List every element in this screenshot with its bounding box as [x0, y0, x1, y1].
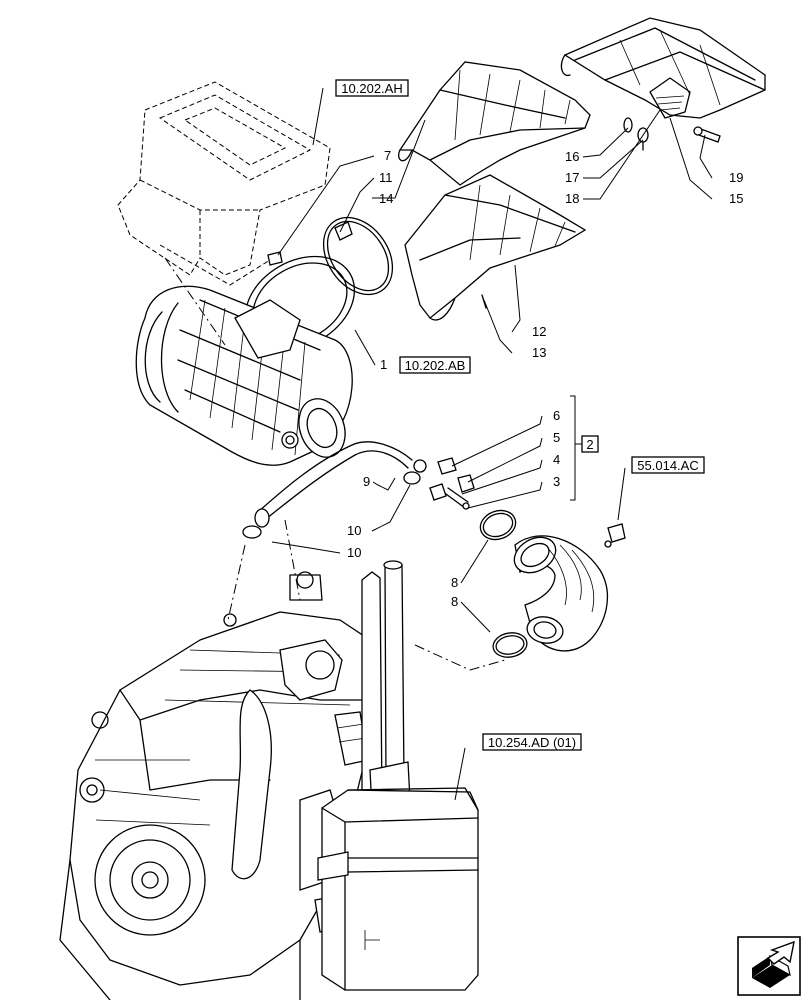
callout-18: 18	[565, 191, 579, 206]
callout-1: 1	[380, 357, 387, 372]
breather-hose	[242, 441, 427, 539]
callout-10: 10	[347, 545, 361, 560]
exhaust-system	[317, 560, 479, 991]
lower-intake-duct	[404, 174, 587, 321]
air-filter-assembly	[135, 251, 356, 466]
connection-lines	[164, 257, 506, 671]
upper-intake-cover	[398, 61, 591, 186]
callout-7: 7	[384, 148, 391, 163]
callout-8: 8	[451, 594, 458, 609]
callout-15: 15	[729, 191, 743, 206]
callout-8: 8	[451, 575, 458, 590]
callout-6: 6	[553, 408, 560, 423]
callout-9: 9	[363, 474, 370, 489]
callout-3: 3	[553, 474, 560, 489]
svg-text:2: 2	[586, 437, 593, 452]
callout-4: 4	[553, 452, 560, 467]
svg-text:10.202.AH: 10.202.AH	[341, 81, 402, 96]
ref-box-10-202-ab[interactable]: 10.202.AB	[399, 356, 471, 374]
callout-labels: 7 11 14 1 16 17 18 19 15 12 13 6 5 4 3 9…	[347, 148, 743, 609]
ref-box-55-014-ac[interactable]: 55.014.AC	[631, 456, 705, 474]
svg-text:55.014.AC: 55.014.AC	[637, 458, 698, 473]
callout-5: 5	[553, 430, 560, 445]
intake-elbow	[479, 509, 626, 658]
next-page-arrow-icon[interactable]	[737, 936, 801, 996]
svg-text:10.254.AD (01): 10.254.AD (01)	[488, 735, 576, 750]
group-box-2: 2	[581, 435, 599, 453]
callout-10: 10	[347, 523, 361, 538]
fitting-group	[429, 457, 475, 510]
ghost-mounting-bracket	[117, 81, 331, 286]
callout-11: 11	[379, 170, 393, 185]
fastener-group	[623, 117, 721, 151]
callout-13: 13	[532, 345, 546, 360]
callout-12: 12	[532, 324, 546, 339]
hose-clamp-large	[322, 216, 394, 296]
ref-box-10-254-ad[interactable]: 10.254.AD (01)	[482, 733, 582, 751]
callout-14: 14	[379, 191, 393, 206]
svg-text:10.202.AB: 10.202.AB	[405, 358, 466, 373]
callout-19: 19	[729, 170, 743, 185]
top-hood-cover	[560, 17, 766, 119]
callout-17: 17	[565, 170, 579, 185]
ref-box-10-202-ah[interactable]: 10.202.AH	[335, 79, 409, 97]
callout-16: 16	[565, 149, 579, 164]
leader-lines	[271, 87, 713, 801]
